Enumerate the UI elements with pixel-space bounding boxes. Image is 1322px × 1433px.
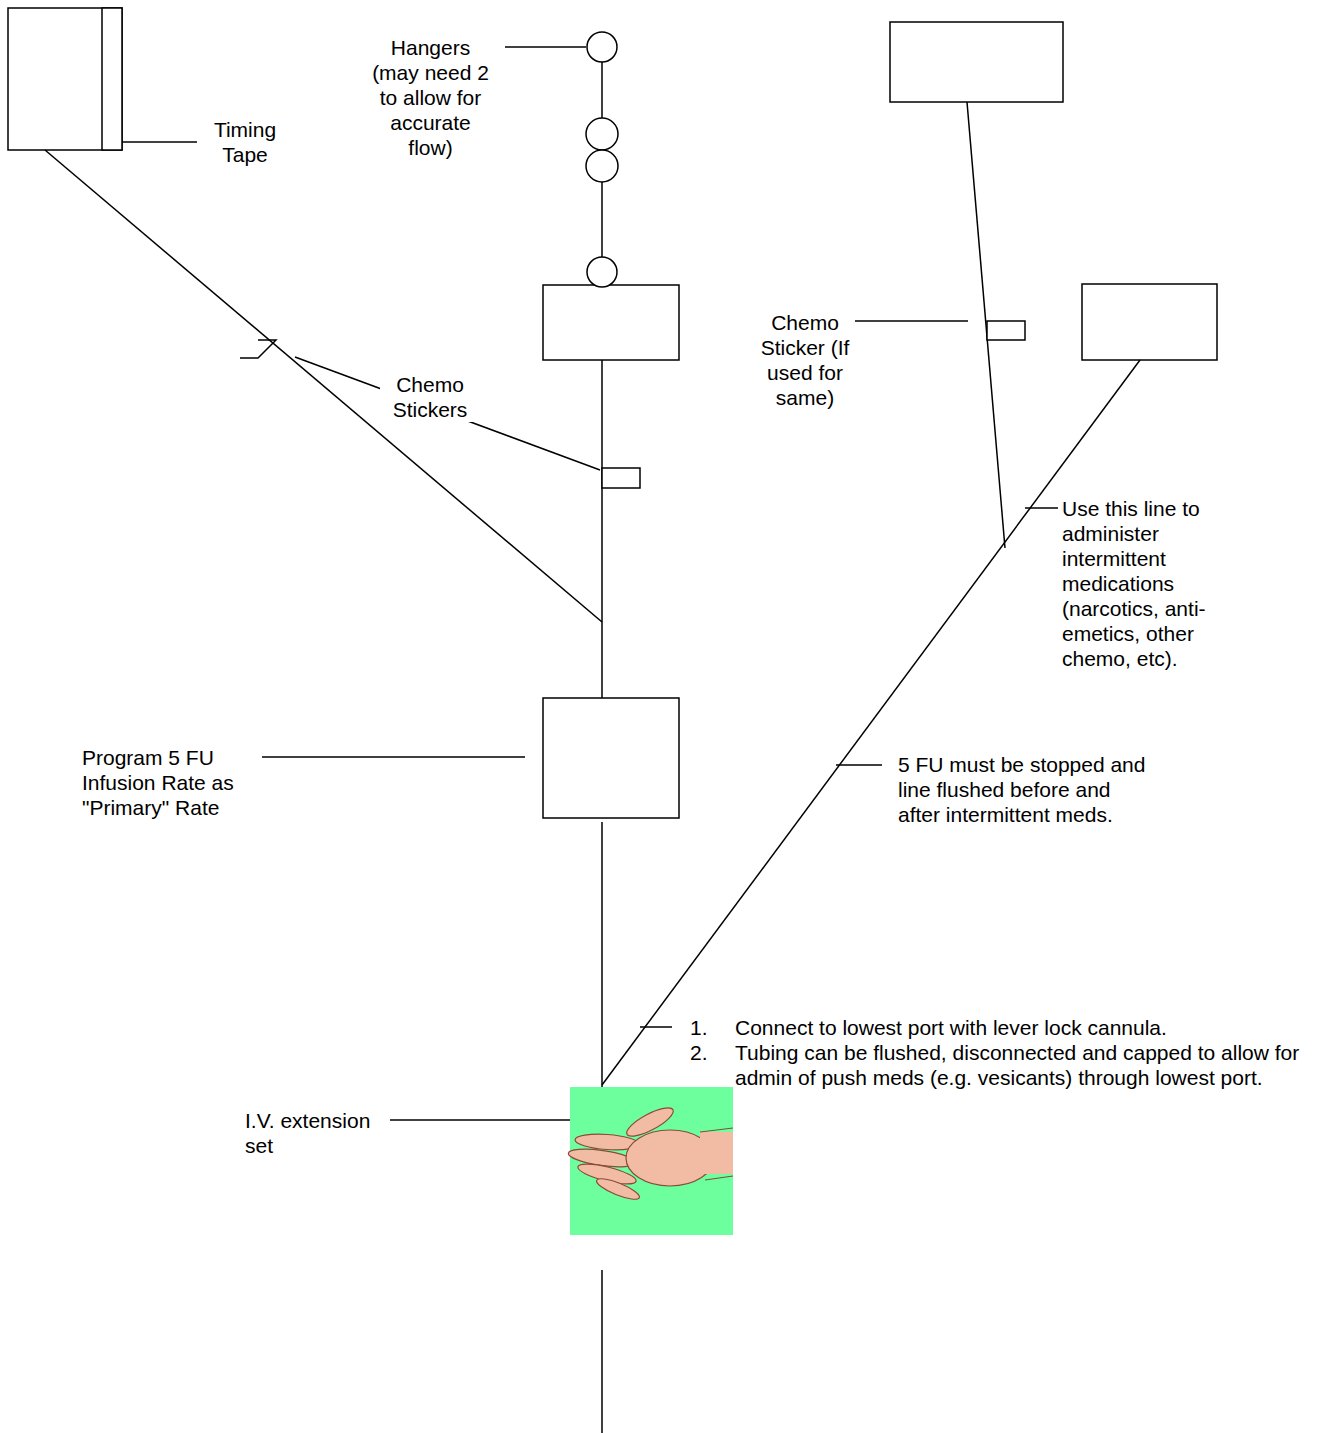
leader-line bbox=[836, 764, 882, 766]
leader-line bbox=[640, 1026, 672, 1028]
hanger bbox=[587, 32, 617, 62]
chemo-sticker bbox=[602, 468, 640, 488]
list-number: 2. bbox=[690, 1040, 730, 1065]
hanger bbox=[586, 118, 618, 150]
leader-line bbox=[505, 46, 586, 48]
leader-line bbox=[122, 141, 197, 143]
callout-label: Chemo Stickers bbox=[380, 372, 480, 422]
infusion-pump bbox=[543, 698, 679, 818]
iv-tubing bbox=[601, 822, 603, 1087]
note-text: 5 FU must be stopped and line flushed be… bbox=[898, 752, 1156, 827]
list-item: Tubing can be flushed, disconnected and … bbox=[735, 1040, 1313, 1090]
iv-tubing bbox=[601, 1270, 603, 1433]
wrist-edge bbox=[705, 1176, 733, 1180]
leader-line bbox=[855, 320, 968, 322]
wrist-edge bbox=[700, 1128, 733, 1132]
callout-label: Program 5 FU Infusion Rate as "Primary" … bbox=[82, 745, 262, 820]
iv-bag bbox=[543, 285, 679, 360]
chemo-sticker bbox=[240, 340, 276, 358]
callout-label: I.V. extension set bbox=[245, 1108, 395, 1158]
callout-label: Hangers (may need 2 to allow for accurat… bbox=[368, 35, 493, 160]
hanger bbox=[587, 257, 617, 287]
callout-label: Chemo Sticker (If used for same) bbox=[747, 310, 863, 410]
secondary-tubing bbox=[602, 360, 1140, 1085]
iv-tubing bbox=[45, 150, 602, 622]
leader-line bbox=[295, 357, 600, 470]
finger bbox=[594, 1175, 641, 1203]
timing-tape bbox=[102, 8, 122, 150]
iv-tubing bbox=[601, 360, 603, 698]
hanger-wire bbox=[601, 62, 603, 118]
callout-label: Timing Tape bbox=[203, 117, 287, 167]
iv-bag bbox=[8, 8, 122, 150]
iv-bag bbox=[890, 22, 1063, 102]
note-text: Use this line to administer intermittent… bbox=[1062, 496, 1244, 671]
list-item: Connect to lowest port with lever lock c… bbox=[735, 1015, 1313, 1040]
wrist bbox=[700, 1132, 733, 1174]
iv-bag bbox=[1082, 284, 1217, 360]
hanger bbox=[586, 150, 618, 182]
leader-line bbox=[262, 756, 525, 758]
chemo-sticker bbox=[987, 321, 1025, 340]
list-number: 1. bbox=[690, 1015, 730, 1040]
leader-line bbox=[1025, 507, 1058, 509]
hand bbox=[567, 1103, 733, 1203]
leader-line bbox=[390, 1119, 600, 1121]
hanger-wire bbox=[601, 182, 603, 257]
